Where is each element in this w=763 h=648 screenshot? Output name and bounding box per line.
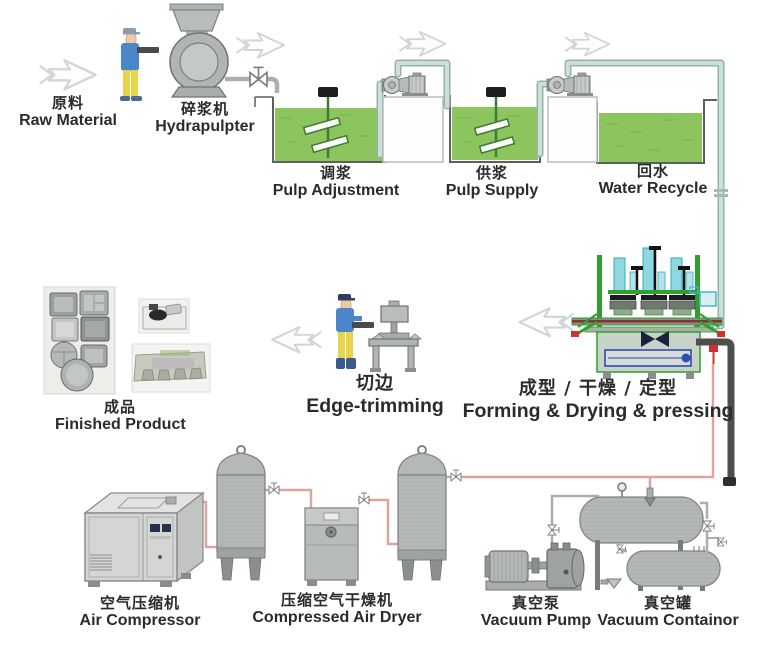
arrow-left-2	[518, 307, 575, 338]
worker-raw-material	[120, 28, 159, 101]
label-vacuum-container-en: Vacuum Containor	[597, 612, 739, 630]
worker-edge-trimming	[336, 294, 374, 369]
label-forming-drying-pressing: 成型 / 干燥 / 定型 Forming & Drying & pressing	[458, 378, 738, 422]
label-air-compressor-en: Air Compressor	[79, 612, 201, 630]
air-receiver-tank-2	[397, 445, 447, 581]
label-pulp-adjustment-en: Pulp Adjustment	[272, 182, 400, 200]
pulp-pipes	[376, 59, 728, 330]
arrow-left-1	[271, 325, 323, 354]
label-edge-trimming-zh: 切边	[356, 373, 394, 394]
edge-trimming-station	[336, 294, 423, 372]
label-edge-trimming-en: Edge-trimming	[306, 394, 444, 417]
label-vacuum-container: 真空罐 Vacuum Containor	[593, 594, 743, 630]
label-hydrapulpter-zh: 碎浆机	[180, 100, 229, 118]
vacuum-container-tanks	[579, 482, 727, 591]
arrow-right-3	[398, 30, 447, 57]
compressed-air-dryer-unit	[304, 507, 359, 586]
pulp-pump-1	[381, 72, 444, 163]
arrow-right-2	[235, 31, 286, 59]
label-pulp-supply-zh: 供浆	[475, 164, 508, 182]
label-raw-material-en: Raw Material	[19, 112, 117, 130]
forming-stations	[609, 295, 696, 316]
pulp-supply-tank	[449, 87, 541, 163]
label-pulp-supply-en: Pulp Supply	[445, 182, 539, 200]
label-air-compressor-zh: 空气压缩机	[99, 594, 180, 612]
label-raw-material-zh: 原料	[51, 94, 84, 112]
arrow-right-4	[564, 31, 611, 57]
vacuum-pump-unit	[484, 494, 600, 591]
label-hydrapulpter-en: Hydrapulpter	[155, 118, 255, 136]
label-water-recycle: 回水 Water Recycle	[588, 162, 718, 198]
label-forming-drying-pressing-en: Forming & Drying & pressing	[462, 399, 734, 422]
arrow-right-1	[38, 59, 97, 91]
label-vacuum-pump: 真空泵 Vacuum Pump	[471, 594, 601, 630]
label-vacuum-container-zh: 真空罐	[643, 594, 692, 612]
label-air-compressor: 空气压缩机 Air Compressor	[65, 594, 215, 630]
label-vacuum-pump-en: Vacuum Pump	[480, 612, 592, 630]
label-pulp-adjustment-zh: 调浆	[319, 164, 352, 182]
label-hydrapulpter: 碎浆机 Hydrapulpter	[140, 100, 270, 136]
label-pulp-adjustment: 调浆 Pulp Adjustment	[266, 164, 406, 200]
label-compressed-air-dryer-en: Compressed Air Dryer	[252, 609, 422, 627]
finished-product-photos	[43, 286, 211, 395]
air-receiver-tank-1	[216, 445, 266, 581]
label-compressed-air-dryer: 压缩空气干燥机 Compressed Air Dryer	[237, 591, 437, 627]
label-edge-trimming: 切边 Edge-trimming	[295, 373, 455, 417]
trimming-table	[368, 300, 423, 372]
label-finished-product: 成品 Finished Product	[55, 398, 186, 434]
pulp-pump-2	[546, 72, 598, 163]
label-raw-material: 原料 Raw Material	[8, 94, 128, 130]
label-water-recycle-zh: 回水	[636, 162, 669, 180]
label-vacuum-pump-zh: 真空泵	[511, 594, 560, 612]
pulp-adjustment-tank	[254, 87, 386, 163]
forming-machine	[571, 246, 725, 379]
label-forming-drying-pressing-zh: 成型 / 干燥 / 定型	[518, 378, 678, 399]
water-recycle-tank	[596, 99, 717, 164]
label-pulp-supply: 供浆 Pulp Supply	[432, 164, 552, 200]
air-compressor-unit	[83, 491, 205, 587]
hydrapulpter-machine	[169, 3, 280, 98]
label-water-recycle-en: Water Recycle	[598, 180, 708, 198]
label-compressed-air-dryer-zh: 压缩空气干燥机	[280, 591, 393, 609]
label-finished-product-en: Finished Product	[55, 416, 186, 434]
vacuum-pipe	[696, 338, 736, 486]
label-finished-product-zh: 成品	[103, 398, 136, 416]
